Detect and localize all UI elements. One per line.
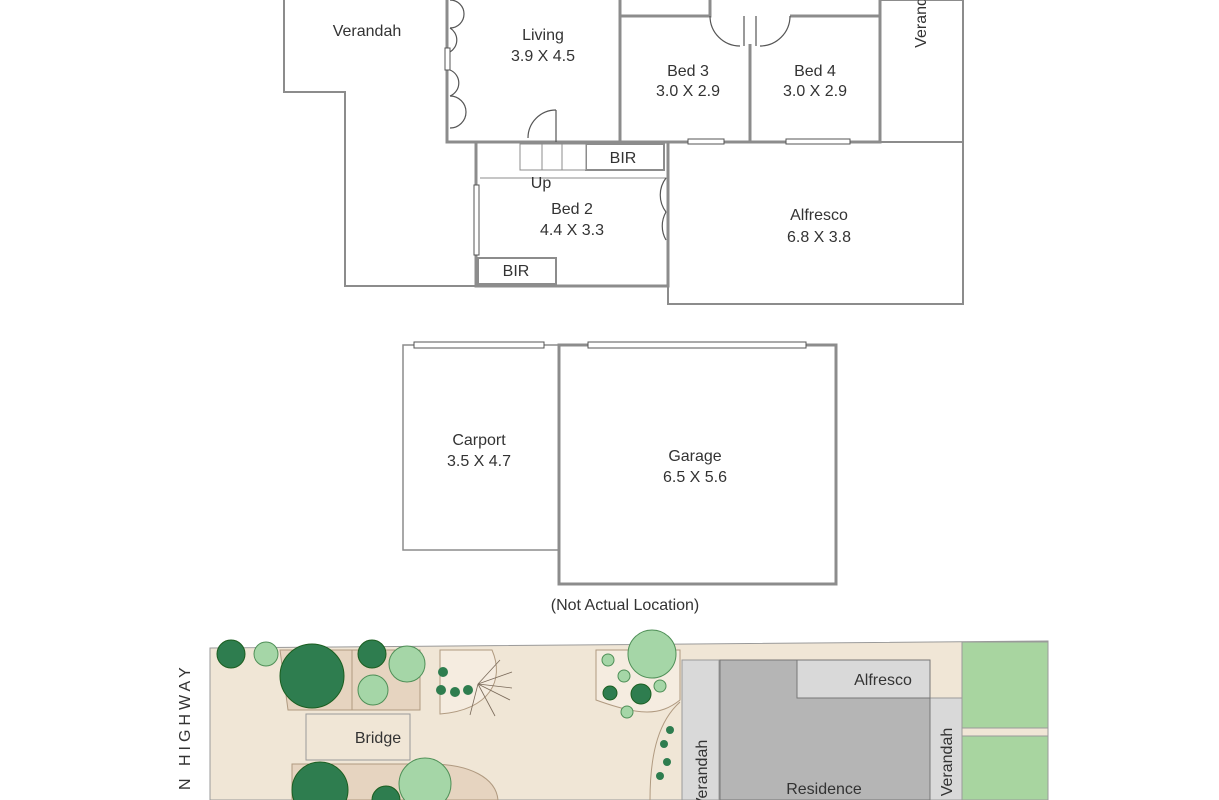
bed-doors (527, 15, 791, 142)
outbuildings: Carport 3.5 X 4.7 Garage 6.5 X 5.6 (Not … (402, 341, 838, 614)
garage-label: Garage (668, 448, 721, 465)
bir-lower-box (477, 257, 557, 285)
road-label: N HIGHWAY (177, 663, 194, 790)
bridge-box (305, 713, 411, 761)
bed4-window (785, 138, 851, 145)
bed3-window (687, 138, 725, 145)
tree-icon (357, 674, 389, 706)
tree-icon (601, 653, 615, 667)
garden-path-curve (649, 701, 681, 800)
living-window (444, 47, 451, 71)
bed3-label: Bed 3 (667, 63, 709, 80)
stair-label: Up (531, 175, 552, 192)
residence-label: Residence (786, 781, 862, 798)
tree-icon (388, 645, 426, 683)
bir-upper-label: BIR (610, 150, 637, 167)
alfresco-label: Alfresco (790, 207, 848, 224)
carport-opening (413, 341, 545, 349)
lawn-top (961, 641, 1049, 729)
garage-dims: 6.5 X 5.6 (663, 469, 727, 486)
tree-icon (216, 639, 246, 669)
tree-icon (617, 669, 631, 683)
tree-icon (436, 685, 446, 695)
tree-icon (653, 679, 667, 693)
verandah-right-outline (879, 0, 964, 143)
garden-bed-curve (439, 649, 497, 715)
alfresco-site-box (796, 659, 931, 699)
carport-dims: 3.5 X 4.7 (447, 453, 511, 470)
bed2-dims: 4.4 X 3.3 (540, 222, 604, 239)
house-floorplan: Verandah Living 3.9 X 4.5 Bed 3 3.0 X 2.… (283, 0, 964, 305)
tree-icon (656, 772, 664, 780)
verandah-left-label: Verandah (694, 740, 711, 800)
alfresco-dims: 6.8 X 3.8 (787, 229, 851, 246)
living-dims: 3.9 X 4.5 (511, 48, 575, 65)
bir-lower-label: BIR (503, 263, 530, 280)
bed2-window (473, 184, 480, 256)
tree-icon (660, 740, 668, 748)
verandah-top-label: Verandah (333, 23, 402, 40)
carport-outline (402, 344, 560, 551)
verandah-right-site-label: Verandah (939, 728, 956, 797)
tree-icon (279, 643, 345, 709)
bridge-label: Bridge (355, 730, 401, 747)
bed4-label: Bed 4 (794, 63, 836, 80)
tree-icon (463, 685, 473, 695)
tree-icon (630, 683, 652, 705)
garage-outline (557, 343, 838, 586)
tree-icon (666, 726, 674, 734)
bed2-door (659, 177, 667, 241)
tree-icon (438, 667, 448, 677)
living-bifold-doors (449, 0, 467, 129)
living-label: Living (522, 27, 564, 44)
palm-icon (469, 659, 513, 717)
carport-label: Carport (452, 432, 506, 449)
tree-icon (253, 641, 279, 667)
tree-icon (450, 687, 460, 697)
tree-icon (357, 639, 387, 669)
site-plan: N HIGHWAY Bridge Alfresco Verandah Veran… (177, 629, 1049, 800)
tree-icon (620, 705, 634, 719)
tree-icon (371, 785, 401, 800)
tree-icon (398, 757, 452, 800)
bed4-dims: 3.0 X 2.9 (783, 83, 847, 100)
tree-icon (663, 758, 671, 766)
garage-door (587, 341, 807, 349)
tree-icon (627, 629, 677, 679)
verandah-left-path (681, 659, 720, 800)
verandah-right-label: Veranda (913, 0, 930, 48)
not-actual-location-note: (Not Actual Location) (551, 597, 700, 614)
bir-upper-box (585, 143, 665, 171)
trees (216, 629, 677, 800)
tree-icon (291, 761, 349, 800)
stair (480, 143, 668, 179)
bed2-label: Bed 2 (551, 201, 593, 218)
tree-icon (602, 685, 618, 701)
verandah-right-path (929, 697, 963, 800)
lawn-bottom (961, 735, 1049, 800)
bed3-dims: 3.0 X 2.9 (656, 83, 720, 100)
alfresco-site-label: Alfresco (854, 672, 912, 689)
